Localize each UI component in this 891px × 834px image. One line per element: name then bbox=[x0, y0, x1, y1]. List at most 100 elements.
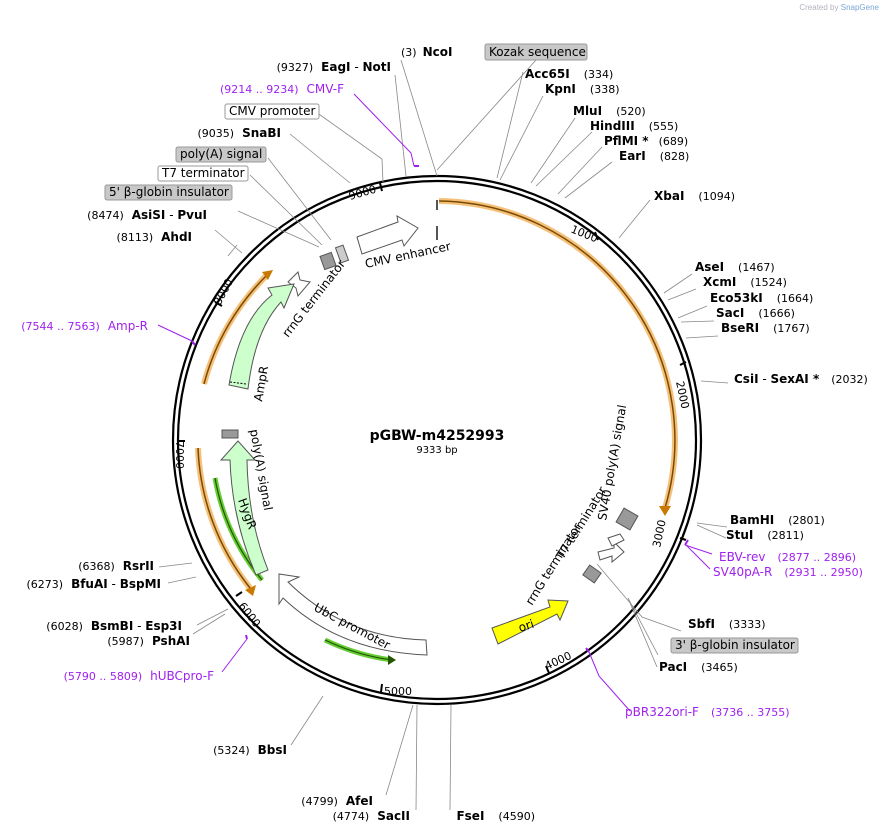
ubc-promoter-arrow bbox=[278, 573, 428, 656]
primer-lines bbox=[157, 93, 713, 712]
sites-left: FseI(4590) (4774)SacII (4799)AfeI (5324)… bbox=[26, 60, 535, 823]
ampr-dash bbox=[229, 381, 247, 385]
tick-2000 bbox=[679, 361, 687, 366]
site-ncoi: (3)NcoI bbox=[401, 45, 452, 59]
sv40-label: SV40 poly(A) signal bbox=[595, 404, 629, 522]
kozak-label: Kozak sequence bbox=[489, 45, 586, 59]
site-asisi: (8474)AsiSI - PvuI bbox=[87, 208, 207, 222]
site-eagi: (9327)EagI - NotI bbox=[277, 60, 391, 74]
snapgene-logo: SnapGene bbox=[840, 3, 879, 12]
site-bbsi: (5324)BbsI bbox=[213, 743, 287, 757]
tick-9000 bbox=[379, 182, 383, 192]
orf-hyg-arrowhead bbox=[245, 585, 256, 596]
primer-hubcpro-f: (5790 .. 5809)hUBCpro-F bbox=[64, 669, 215, 683]
bglobin3-box bbox=[670, 637, 799, 654]
tick-label-3000: 3000 bbox=[650, 519, 669, 549]
sv40-polya-block bbox=[615, 507, 639, 531]
rrng-top-label: rrnG terminator bbox=[279, 257, 348, 340]
orf-arc-amp-line bbox=[203, 274, 268, 385]
t7-label: T7 terminator bbox=[161, 166, 245, 180]
site-saci: SacI(1666) bbox=[716, 306, 795, 320]
boxed-features: Kozak sequence CMV promoter poly(A) sign… bbox=[104, 43, 799, 654]
site-acc65i: Acc65I(334) bbox=[525, 67, 613, 81]
tick-3000 bbox=[679, 537, 687, 541]
primer-marks bbox=[191, 165, 689, 653]
primer-labels: (9214 .. 9234)CMV-F (7544 .. 7563)Amp-R … bbox=[21, 82, 863, 719]
site-kpni: KpnI(338) bbox=[545, 82, 620, 96]
tick-5000 bbox=[380, 683, 383, 693]
bglobin5-box bbox=[104, 184, 233, 201]
site-sacii: (4774)SacII bbox=[333, 809, 410, 823]
ampr-label: AmpR bbox=[251, 365, 271, 403]
orf-arc-right-line bbox=[438, 200, 676, 509]
polya-label: poly(A) signal bbox=[180, 147, 262, 161]
tick-marks bbox=[177, 182, 687, 693]
rrng-terminator-block bbox=[319, 251, 337, 271]
site-pflmi: PflMI *(689) bbox=[604, 134, 688, 148]
leader-lines bbox=[158, 59, 729, 811]
primer-pbr322ori-f: pBR322ori-F(3736 .. 3755) bbox=[625, 705, 790, 719]
kozak-marker bbox=[436, 200, 438, 210]
plasmid-size: 9333 bp bbox=[416, 445, 457, 456]
primer-amp-r: (7544 .. 7563)Amp-R bbox=[21, 319, 148, 333]
rrng-small-arrow bbox=[287, 271, 311, 298]
site-eco53ki: Eco53kI(1664) bbox=[710, 291, 813, 305]
tick-label-2000: 2000 bbox=[673, 380, 692, 410]
site-sbfi: SbfI(3333) bbox=[688, 617, 766, 631]
watermark: Created by SnapGene bbox=[799, 3, 879, 12]
site-asei: AseI(1467) bbox=[695, 260, 775, 274]
tick-label-8000: 8000 bbox=[211, 277, 236, 308]
cmv-enhancer-arrow bbox=[356, 215, 419, 255]
site-rsrii: (6368)RsrII bbox=[78, 559, 154, 573]
site-ahdi: (8113)AhdI bbox=[117, 230, 192, 244]
site-xcmi: XcmI(1524) bbox=[703, 275, 787, 289]
polya-left-label: poly(A) signal bbox=[247, 428, 275, 511]
ori-label: ori bbox=[517, 617, 536, 635]
t7-small-right bbox=[607, 533, 625, 547]
primer-cmv-f: (9214 .. 9234)CMV-F bbox=[220, 82, 344, 96]
sites-right: (3)NcoI Acc65I(334) KpnI(338) MluI(520) … bbox=[401, 45, 868, 674]
t7-arrow-right bbox=[597, 540, 625, 564]
tick-label-7000: 7000 bbox=[173, 441, 186, 469]
t7-box bbox=[157, 165, 249, 182]
polya-block-left bbox=[221, 429, 239, 439]
hygr-arrow bbox=[219, 440, 269, 576]
site-snabi: (9035)SnaBI bbox=[198, 126, 281, 140]
site-paci: PacI(3465) bbox=[659, 660, 738, 674]
site-xbai: XbaI(1094) bbox=[654, 189, 735, 203]
tick-label-5000: 5000 bbox=[384, 685, 412, 698]
orf-arc-hyg-line bbox=[197, 447, 251, 589]
site-bfuai: (6273)BfuAI - BspMI bbox=[26, 577, 161, 591]
ori-arrow bbox=[491, 599, 569, 645]
primer-ebv-rev: EBV-rev(2877 .. 2896) bbox=[719, 550, 856, 564]
site-bamhi: BamHI(2801) bbox=[730, 513, 825, 527]
cmv-promoter-box bbox=[224, 103, 320, 120]
ampr-arrow bbox=[228, 283, 295, 390]
site-fsei: FseI(4590) bbox=[456, 809, 535, 823]
site-mlui: MluI(520) bbox=[573, 104, 646, 118]
bglobin3-label: 3' β-globin insulator bbox=[675, 638, 795, 652]
cmv-promoter-label: CMV promoter bbox=[229, 104, 316, 118]
rrng-block-right bbox=[582, 564, 602, 584]
t7-block-top bbox=[334, 244, 350, 264]
primer-sv40pa-r: SV40pA-R(2931 .. 2950) bbox=[713, 565, 863, 579]
site-afei: (4799)AfeI bbox=[301, 794, 373, 808]
site-stui: StuI(2811) bbox=[726, 528, 804, 542]
orf-right-arrowhead bbox=[659, 506, 671, 516]
site-bseri: BseRI(1767) bbox=[721, 321, 810, 335]
orf-amp-arrowhead bbox=[262, 270, 273, 280]
tick-label-9000: 9000 bbox=[347, 183, 377, 203]
orf-arc-right bbox=[438, 198, 678, 509]
green-ubc-arrowhead bbox=[388, 655, 396, 665]
tick-1000 bbox=[594, 231, 599, 241]
site-csii: CsiI - SexAI *(2032) bbox=[734, 372, 868, 386]
site-hindiii: HindIII(555) bbox=[590, 119, 678, 133]
plasmid-name: pGBW-m4252993 bbox=[370, 428, 505, 444]
bglobin5-label: 5' β-globin insulator bbox=[109, 185, 229, 199]
kozak-marker-inner bbox=[436, 226, 438, 240]
kozak-box bbox=[484, 43, 588, 61]
polya-box bbox=[175, 146, 267, 163]
tick-4000 bbox=[545, 665, 550, 674]
site-pshai: (5987)PshAI bbox=[107, 634, 190, 648]
